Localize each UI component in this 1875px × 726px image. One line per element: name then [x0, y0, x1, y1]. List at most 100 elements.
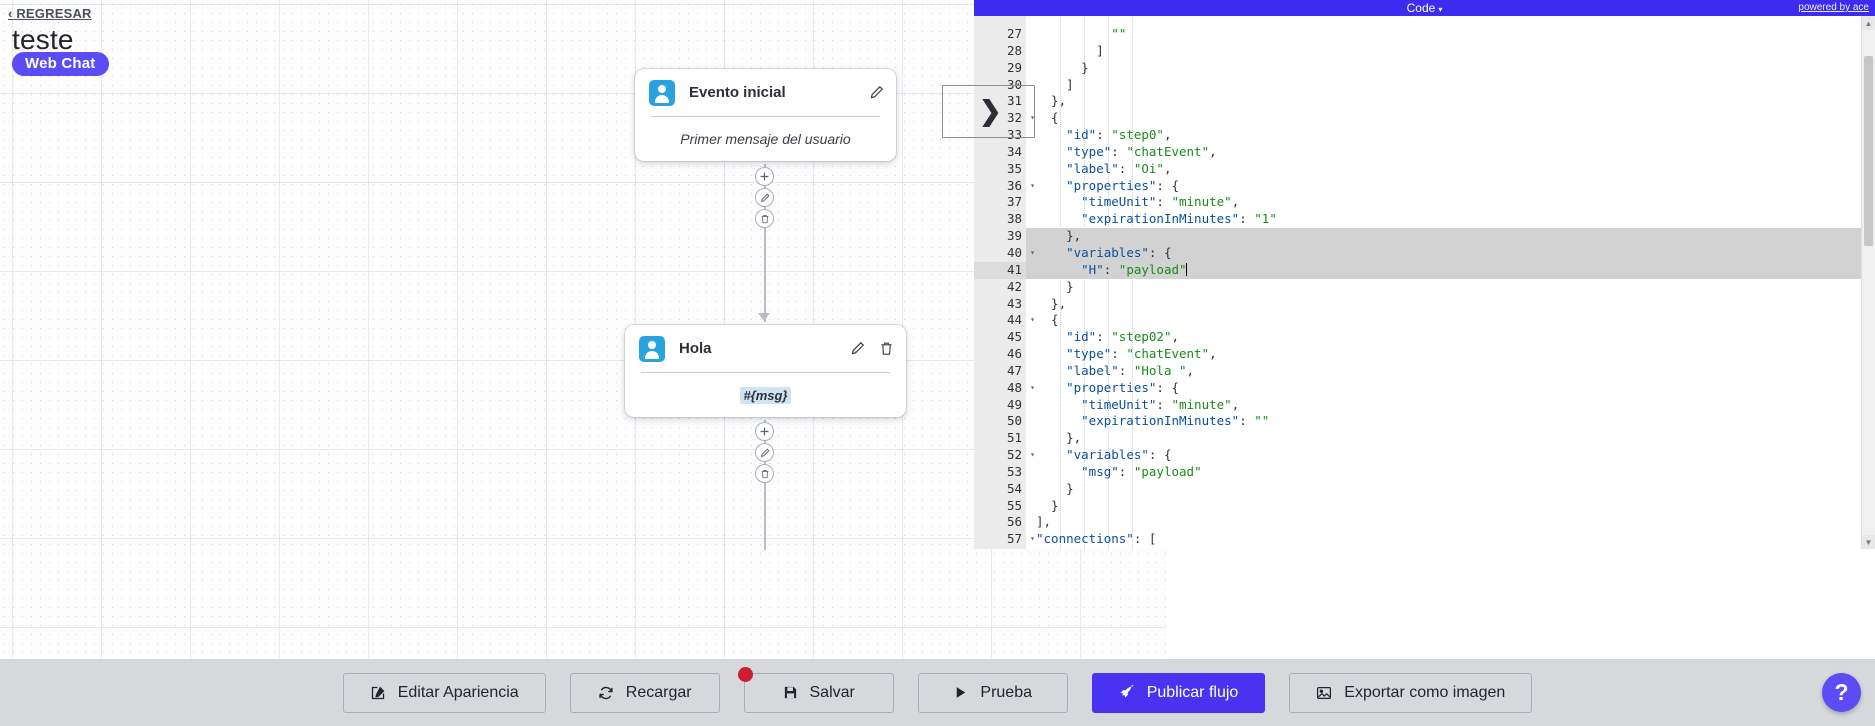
- code-line[interactable]: "variables": {: [1026, 244, 1875, 262]
- code-line[interactable]: {: [1036, 110, 1059, 126]
- line-number[interactable]: 30: [1006, 76, 1022, 92]
- flow-canvas[interactable]: ‹ REGRESAR teste Web Chat Evento inicial: [0, 0, 1166, 659]
- add-icon[interactable]: [755, 167, 774, 186]
- code-line[interactable]: "label": "Oi",: [1066, 160, 1172, 176]
- fold-toggle-icon[interactable]: ▾: [1030, 315, 1035, 325]
- line-number[interactable]: 36▾: [1006, 177, 1035, 193]
- line-number[interactable]: 27: [1006, 26, 1022, 41]
- line-number[interactable]: 46: [1006, 346, 1022, 362]
- code-line[interactable]: "properties": {: [1066, 379, 1179, 395]
- code-line[interactable]: "label": "Hola ",: [1066, 362, 1195, 378]
- code-line[interactable]: ]: [1036, 76, 1074, 92]
- edit-icon[interactable]: [755, 188, 774, 207]
- code-collapse-widget[interactable]: ❯: [942, 85, 1035, 138]
- fold-toggle-icon[interactable]: ▾: [1030, 534, 1035, 544]
- code-line[interactable]: }: [1036, 278, 1074, 294]
- edit-icon[interactable]: [755, 443, 774, 462]
- code-line[interactable]: "timeUnit": "minute",: [1081, 194, 1240, 210]
- line-number[interactable]: 58▾: [974, 548, 1026, 549]
- code-line[interactable]: },: [1036, 430, 1082, 446]
- line-number[interactable]: 45: [1006, 329, 1022, 345]
- code-line[interactable]: "variables": {: [1066, 447, 1172, 463]
- line-number[interactable]: 51: [1006, 430, 1022, 446]
- line-number[interactable]: 44▾: [1006, 312, 1035, 328]
- code-line[interactable]: "msg": "payload": [1081, 463, 1202, 479]
- export-image-button[interactable]: Exportar como imagen: [1289, 672, 1533, 713]
- line-number[interactable]: 41: [974, 261, 1026, 279]
- code-line[interactable]: ],: [1036, 514, 1052, 530]
- code-line[interactable]: ]: [1036, 42, 1104, 58]
- code-line[interactable]: "expirationInMinutes": "": [1081, 413, 1270, 429]
- reload-button[interactable]: Recargar: [569, 672, 720, 713]
- code-line[interactable]: "id": "step02",: [1066, 329, 1180, 345]
- code-line[interactable]: "timeUnit": "minute",: [1081, 396, 1240, 412]
- code-line[interactable]: },: [1036, 93, 1067, 109]
- delete-icon[interactable]: [755, 464, 774, 483]
- line-number[interactable]: 49: [1006, 396, 1022, 412]
- code-line[interactable]: "expirationInMinutes": "1": [1081, 211, 1277, 227]
- line-number[interactable]: 28: [1006, 42, 1022, 58]
- line-number[interactable]: 33: [1006, 127, 1022, 143]
- code-line[interactable]: }: [1036, 497, 1059, 513]
- code-line[interactable]: {: [1026, 548, 1875, 549]
- line-number[interactable]: 52▾: [1006, 447, 1035, 463]
- scroll-up-icon[interactable]: ▲: [1862, 16, 1875, 30]
- back-link[interactable]: ‹ REGRESAR: [8, 6, 92, 21]
- fold-toggle-icon[interactable]: ▾: [1030, 382, 1035, 392]
- code-line[interactable]: "type": "chatEvent",: [1066, 143, 1217, 159]
- code-panel-title-dropdown[interactable]: Code▾: [974, 0, 1875, 18]
- edit-icon[interactable]: [869, 85, 884, 100]
- line-number[interactable]: 38: [1006, 211, 1022, 227]
- line-number[interactable]: 32▾: [1006, 110, 1035, 126]
- fold-toggle-icon[interactable]: ▾: [1030, 180, 1035, 190]
- line-number[interactable]: 43: [1006, 295, 1022, 311]
- flow-node-evento-inicial[interactable]: Evento inicial Primer mensaje del usuari…: [635, 69, 896, 161]
- line-number[interactable]: 47: [1006, 362, 1022, 378]
- node-1-action-cluster[interactable]: [755, 167, 774, 230]
- code-line[interactable]: },: [1036, 295, 1067, 311]
- flow-node-hola[interactable]: Hola #{msg}: [625, 325, 906, 417]
- code-text-area[interactable]: "" ] } ] }, { "id": "step0", "type": "ch…: [1026, 16, 1875, 549]
- line-number[interactable]: 53: [1006, 463, 1022, 479]
- fold-toggle-icon[interactable]: ▾: [1030, 450, 1035, 460]
- line-number[interactable]: 35: [1006, 160, 1022, 176]
- powered-by-link[interactable]: powered by ace: [1798, 2, 1869, 13]
- chevron-right-icon[interactable]: ❯: [979, 96, 1002, 126]
- fold-toggle-icon[interactable]: ▾: [1030, 247, 1035, 257]
- code-line[interactable]: "id": "step0",: [1066, 127, 1172, 143]
- test-button[interactable]: Prueba: [917, 672, 1068, 713]
- line-number[interactable]: 50: [1006, 413, 1022, 429]
- code-line[interactable]: {: [1036, 312, 1059, 328]
- line-number[interactable]: 29: [1006, 59, 1022, 75]
- line-number[interactable]: 42: [1006, 278, 1022, 294]
- fold-toggle-icon[interactable]: ▾: [1030, 548, 1035, 549]
- line-number[interactable]: 40▾: [1006, 244, 1035, 260]
- line-number[interactable]: 57▾: [1006, 531, 1035, 547]
- delete-icon[interactable]: [755, 209, 774, 228]
- code-line[interactable]: }: [1036, 59, 1089, 75]
- fold-toggle-icon[interactable]: ▾: [1030, 113, 1035, 123]
- code-line[interactable]: "connections": [: [1036, 531, 1157, 547]
- edit-icon[interactable]: [850, 341, 865, 356]
- add-icon[interactable]: [755, 422, 774, 441]
- save-button[interactable]: Salvar: [737, 666, 894, 713]
- code-line[interactable]: "type": "chatEvent",: [1066, 346, 1217, 362]
- delete-icon[interactable]: [879, 341, 894, 356]
- line-number[interactable]: 37: [1006, 194, 1022, 210]
- line-number[interactable]: 34: [1006, 143, 1022, 159]
- code-line[interactable]: "H": "payload": [1026, 261, 1875, 279]
- scroll-down-icon[interactable]: ▼: [1862, 535, 1875, 549]
- help-button[interactable]: ?: [1822, 673, 1861, 712]
- code-scrollbar[interactable]: ▲ ▼: [1861, 16, 1875, 549]
- line-number[interactable]: 56: [1006, 514, 1022, 530]
- code-line[interactable]: },: [1026, 228, 1875, 245]
- publish-flow-button[interactable]: Publicar flujo: [1091, 672, 1266, 713]
- node-2-action-cluster[interactable]: [755, 422, 774, 485]
- code-line[interactable]: "properties": {: [1066, 177, 1179, 193]
- line-number[interactable]: 48▾: [1006, 379, 1035, 395]
- line-number[interactable]: 39: [1006, 228, 1022, 244]
- code-line[interactable]: "": [1111, 26, 1127, 41]
- code-line[interactable]: }: [1036, 480, 1074, 496]
